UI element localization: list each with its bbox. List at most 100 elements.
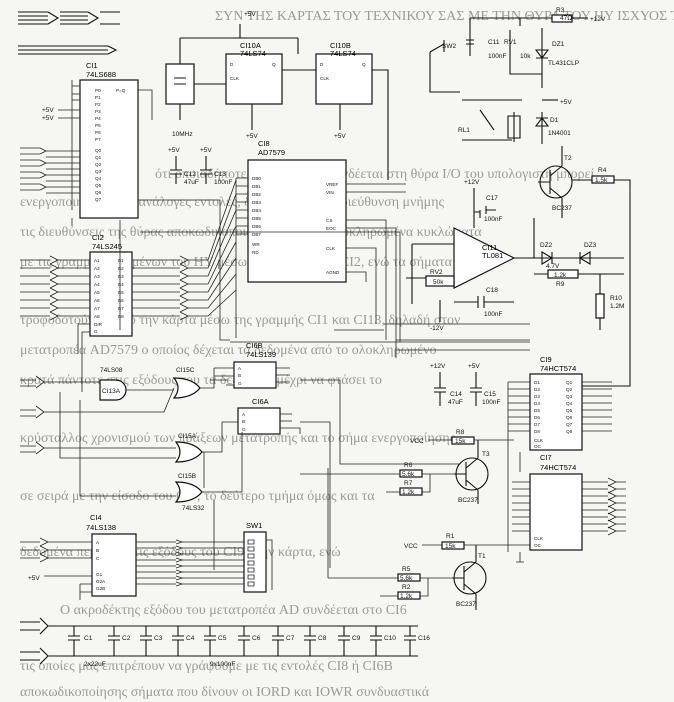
pin-label: B bbox=[242, 419, 245, 424]
ci7-part: 74HCT574 bbox=[540, 463, 576, 472]
pin-label: B8 bbox=[118, 314, 124, 319]
gate-ref: CI15C bbox=[176, 367, 195, 374]
cap-label: C18 bbox=[486, 287, 498, 294]
supply-label: +5V bbox=[468, 363, 480, 370]
ci2-part: 74LS245 bbox=[92, 242, 122, 251]
pin-label: Q3 bbox=[566, 394, 573, 399]
resistor-value: 1.2k bbox=[554, 272, 567, 279]
pin-label: Q8 bbox=[566, 429, 573, 434]
ci10b-ref: CI10B bbox=[330, 41, 351, 50]
bg-text-line: Ο ακροδέκτης εξόδου του μετατροπέα AD συ… bbox=[60, 603, 407, 618]
pin-label: D8 bbox=[534, 429, 540, 434]
resistor-value: 1.2M bbox=[610, 303, 624, 310]
pin-label: Q6 bbox=[566, 415, 573, 420]
ci7-latch: CI7 74HCT574 CLK OC bbox=[512, 453, 626, 551]
t3-transistor: VCC R8 15k T3 BC237 R6 5.6k R7 1.2k bbox=[300, 429, 514, 504]
cap-label: C4 bbox=[186, 635, 195, 642]
pot-value: 50k bbox=[433, 279, 444, 286]
cap-label: C15 bbox=[484, 391, 496, 398]
power-relay-section: SW2 R3 47Ω +12V C11 100nF RV1 10k DZ1 TL… bbox=[429, 7, 606, 144]
pin-label: G bbox=[94, 329, 98, 334]
pin-label: B bbox=[96, 548, 99, 553]
ci4-part: 74LS138 bbox=[86, 523, 116, 532]
supply-label: +12V bbox=[590, 16, 606, 23]
supply-label: +5V bbox=[42, 115, 54, 122]
pin-label: CLK bbox=[534, 536, 544, 541]
ci6a-ref: CI6A bbox=[252, 397, 269, 406]
resistor-label: R7 bbox=[404, 480, 413, 487]
pin-label: WR bbox=[252, 242, 260, 247]
pin-label: D3 bbox=[534, 394, 540, 399]
resistor-label: R1 bbox=[446, 533, 455, 540]
pin-label: B5 bbox=[118, 290, 124, 295]
decoupling-c12-c13: +5V +5V C12 47uF C13 100nF bbox=[168, 147, 232, 186]
pin-label: DB5 bbox=[252, 216, 261, 221]
pin-label: G2B bbox=[96, 586, 105, 591]
pin-label: D6 bbox=[534, 415, 540, 420]
diode-part: 1N4001 bbox=[548, 130, 571, 137]
t2-transistor: T2 BC237 R4 1.5k bbox=[530, 146, 631, 387]
ci8-part: AD7579 bbox=[258, 148, 285, 157]
gate-part: 74LS32 bbox=[182, 505, 205, 512]
pin-label: Q3 bbox=[95, 169, 102, 174]
ci9-part: 74HCT574 bbox=[540, 364, 576, 373]
resistor-value: 15k bbox=[445, 543, 456, 550]
transistor-part: BC237 bbox=[458, 497, 478, 504]
pin-label: A5 bbox=[94, 290, 100, 295]
resistor-value: 15k bbox=[455, 438, 466, 445]
pin-label: P2 bbox=[95, 102, 101, 107]
zener-part: TL431CLP bbox=[548, 60, 579, 67]
supply-label: +5V bbox=[560, 99, 572, 106]
ci8-adc: CI8 AD7579 DB0 DB1 DB2 DB3 DB4 DB5 DB6 D… bbox=[235, 139, 406, 358]
transistor-part: BC237 bbox=[456, 601, 476, 608]
transistor-label: T3 bbox=[482, 451, 490, 458]
pin-label: A bbox=[96, 540, 100, 545]
ci8-ref: CI8 bbox=[258, 139, 270, 148]
pot-label: RV2 bbox=[430, 269, 443, 276]
diode-label: D1 bbox=[550, 117, 559, 124]
cap-label: C2 bbox=[122, 635, 131, 642]
resistor-label: R8 bbox=[456, 429, 465, 436]
resistor-label: R4 bbox=[598, 167, 607, 174]
pin-label: Q6 bbox=[95, 190, 102, 195]
supply-label: -12V bbox=[430, 325, 444, 332]
cap-value: 47uF bbox=[184, 179, 199, 186]
ci10b-part: 74LS74 bbox=[330, 49, 356, 58]
bg-text-line: κρατά πάντοτε στις εξόδους του τα δεδομέ… bbox=[20, 373, 382, 388]
cap-label: C9 bbox=[352, 635, 361, 642]
supply-label: VCC bbox=[410, 438, 424, 445]
pin-label: AGND bbox=[326, 270, 340, 275]
cap-value: 47uF bbox=[448, 399, 463, 406]
pin-label: A bbox=[242, 412, 246, 417]
pin-label: B3 bbox=[118, 274, 124, 279]
resistor-label: R3 bbox=[556, 7, 565, 14]
pin-label: C bbox=[96, 556, 100, 561]
bg-text-line: τροφοδοτούνται από την κάρτα μέσω της γρ… bbox=[20, 313, 460, 328]
resistor-value: 1.2k bbox=[400, 593, 413, 600]
pin-label: D bbox=[320, 62, 324, 67]
pin-label: Q bbox=[272, 62, 276, 67]
pin-label: OC bbox=[534, 543, 542, 548]
address-connectors bbox=[20, 147, 80, 194]
ci6b-ref: CI6B bbox=[246, 341, 263, 350]
ci11-ref: CI11 bbox=[482, 243, 497, 252]
ci2-ref: CI2 bbox=[92, 233, 104, 242]
pin-label: D2 bbox=[534, 387, 540, 392]
decoupling-c14-c15: +12V +5V C14 47uF C15 100nF bbox=[430, 363, 500, 406]
pin-label: P=Q bbox=[116, 88, 126, 93]
resistor-value: 1.5k bbox=[595, 177, 608, 184]
ci2-bus-buffer: CI2 74LS245 A1 A2 A3 A4 A5 A6 A7 A8 B1 B… bbox=[20, 179, 237, 392]
ci6b-part: 74LS139 bbox=[246, 350, 276, 359]
supply-label: +12V bbox=[464, 179, 480, 186]
pin-label: DB1 bbox=[252, 184, 261, 189]
pin-label: DIR bbox=[94, 322, 103, 327]
pin-label: DB7 bbox=[252, 232, 261, 237]
transistor-label: T2 bbox=[564, 155, 572, 162]
pin-label: D1 bbox=[534, 380, 540, 385]
ci11-opamp: CI11 TL081 C17 100nF +12V RV2 50k C18 10… bbox=[406, 179, 535, 332]
pin-label: G1 bbox=[96, 572, 103, 577]
pin-label: G2A bbox=[96, 579, 106, 584]
supply-label: +12V bbox=[430, 363, 446, 370]
cap-label: C6 bbox=[252, 635, 261, 642]
